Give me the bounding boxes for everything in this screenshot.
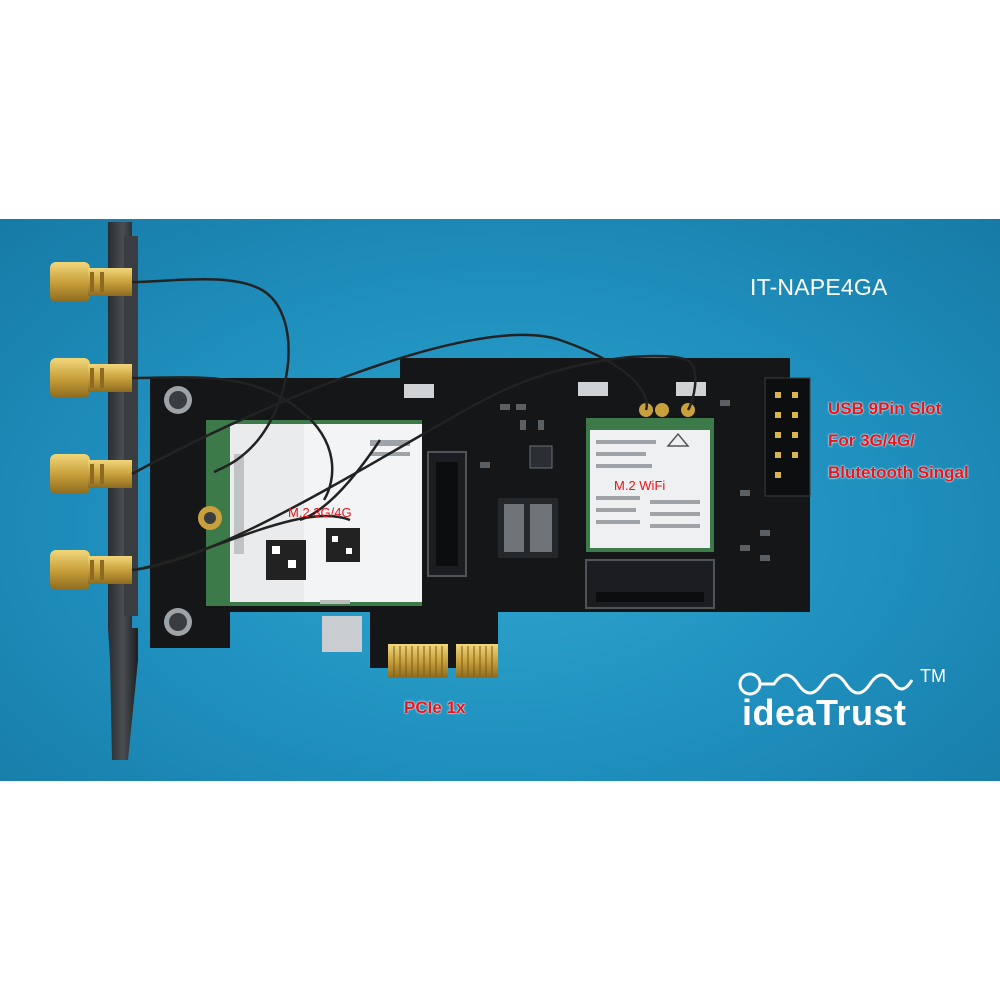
brand-logo-text: ideaTrust xyxy=(742,692,907,733)
brand-key-wave-logo xyxy=(738,672,914,696)
usb-callout-line-1: USB 9Pin Slot xyxy=(828,399,942,418)
metal-bracket xyxy=(108,222,138,760)
antenna-pigtail-cables xyxy=(131,278,697,572)
lte-slot-label: M.2 3G/4G xyxy=(288,505,352,520)
wifi-slot-label: M.2 WiFi xyxy=(614,478,666,493)
product-model-title: IT-NAPE4GA xyxy=(750,274,888,300)
usb-callout-line-3: Blutetooth Singal xyxy=(828,463,969,482)
wifi-module-card xyxy=(586,403,714,552)
screws xyxy=(164,386,222,636)
trademark-symbol: TM xyxy=(920,666,946,686)
metal-shield-pad xyxy=(322,616,362,652)
sma-antenna-connectors xyxy=(50,262,132,590)
pcie-gold-fingers xyxy=(388,644,498,678)
pcie-callout: PCIe 1x xyxy=(404,698,466,717)
usb-callout-line-2: For 3G/4G/ xyxy=(828,431,915,450)
